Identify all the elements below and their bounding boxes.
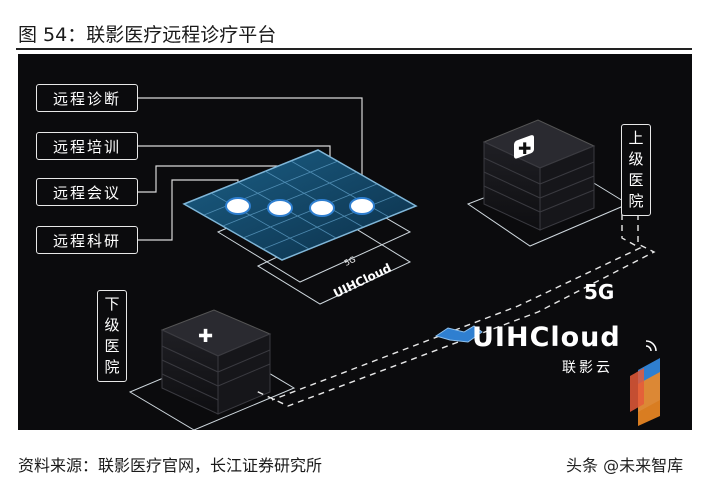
figure-caption: 图 54：联影医疗远程诊疗平台 [18,24,277,46]
service-label-research: 远程科研 [36,226,138,254]
service-label-diagnosis: 远程诊断 [36,84,138,112]
grid-panel [182,149,418,261]
source-note: 资料来源：联影医疗官网，长江证券研究所 [18,456,323,475]
cross-icon: ✚ [198,326,213,347]
cloud-icon [349,197,375,215]
platform-5g-text: 5G [343,255,357,268]
service-label-training: 远程培训 [36,132,138,160]
figure-image: 5G UIHCloud ✚ [18,54,692,430]
platform-brand-text: UIHCloud [331,261,393,301]
cloud-icon [309,199,335,217]
network-5g-label: 5G [584,280,615,304]
signal-icon [645,340,657,352]
brand-logo-mark [630,358,660,426]
upper-hospital-tag: 上 级 医 院 [621,124,651,216]
dashed-links [253,214,656,407]
service-label-meeting: 远程会议 [36,178,138,206]
platform-diagram: 5G UIHCloud ✚ [102,97,660,430]
lower-hospital-tag: 下 级 医 院 [97,290,127,382]
brand-name-en: UIHCloud [472,322,621,353]
brand-name-cn: 联影云 [562,360,613,376]
handshake-icon [434,325,483,343]
cross-icon: ✚ [518,139,531,158]
watermark: 头条 @未来智库 [566,456,684,475]
lower-hospital-building: ✚ [128,309,296,430]
cloud-icon [267,199,293,217]
caption-rule [16,48,692,50]
upper-hospital-building: ✚ [466,119,630,247]
cloud-icons [225,197,375,217]
cloud-icon [225,197,251,215]
